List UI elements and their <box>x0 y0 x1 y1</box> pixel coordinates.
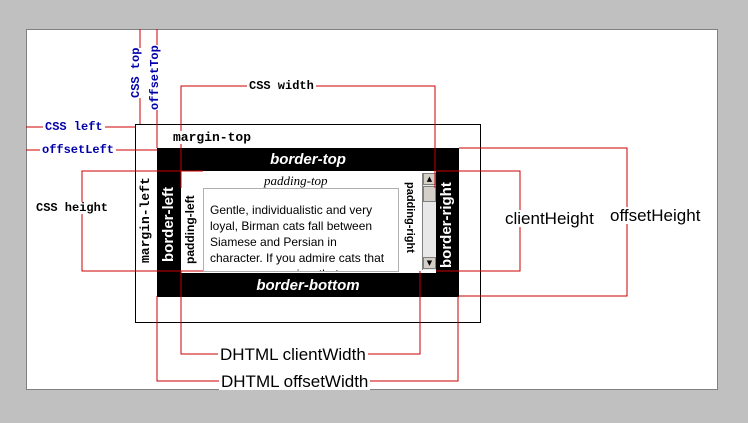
css-left-label: CSS left <box>43 120 105 134</box>
border-top-label: border-top <box>270 151 346 168</box>
offset-width-label: DHTML offsetWidth <box>219 372 371 391</box>
css-top-label: CSS top <box>129 47 143 98</box>
border-top-band: border-top <box>157 148 459 171</box>
css-height-line <box>81 170 203 272</box>
border-left-label: border-left <box>160 187 177 262</box>
padding-left-label: padding-left <box>183 195 197 264</box>
margin-top-label: margin-top <box>171 130 254 145</box>
offset-height-label: offsetHeight <box>608 206 703 225</box>
css-width-label: CSS width <box>247 79 316 93</box>
padding-right-label: padding-right <box>404 182 416 253</box>
client-width-line <box>180 271 421 355</box>
css-height-label: CSS height <box>34 201 111 215</box>
vertical-scrollbar[interactable]: ▲ ▼ <box>422 173 436 270</box>
border-bottom-label: border-bottom <box>256 276 360 294</box>
margin-left-label: margin-left <box>138 177 153 263</box>
scroll-thumb[interactable] <box>423 186 436 202</box>
offset-left-label: offsetLeft <box>40 143 117 157</box>
scroll-down-icon[interactable]: ▼ <box>423 257 436 269</box>
client-width-label: DHTML clientWidth <box>218 345 368 364</box>
offset-top-label: offsetTop <box>148 45 162 110</box>
offset-width-line <box>156 296 459 382</box>
client-height-label: clientHeight <box>503 209 596 228</box>
border-left-band <box>157 171 181 273</box>
border-right-label: border-right <box>438 182 455 268</box>
padding-top-label: padding-top <box>262 173 330 188</box>
content-text: Gentle, individualistic and very loyal, … <box>210 203 385 271</box>
border-bottom-band: border-bottom <box>157 273 459 297</box>
border-right-band <box>436 171 459 273</box>
content-box: Gentle, individualistic and very loyal, … <box>203 188 399 272</box>
